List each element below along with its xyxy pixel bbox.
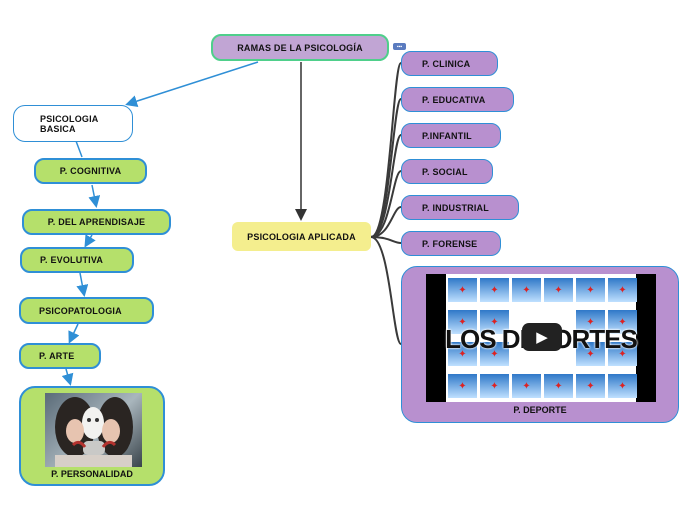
p-aprendisaje-node[interactable]: P. DEL APRENDISAJE — [22, 209, 171, 235]
sport-figure-icon: ✦ — [480, 374, 509, 398]
psicologia-basica-node[interactable]: PSICOLOGIA BASICA — [13, 105, 133, 142]
p-educativa-node[interactable]: P. EDUCATIVA — [401, 87, 514, 112]
sport-figure-icon: ✦ — [576, 342, 605, 366]
p-arte-node[interactable]: P. ARTE — [19, 343, 101, 369]
sport-figure-icon: ✦ — [576, 374, 605, 398]
p-personalidad-node[interactable]: P. PERSONALIDAD — [19, 386, 165, 486]
aplicada-branches — [370, 62, 402, 345]
sport-figure-icon: ✦ — [480, 278, 509, 302]
sports-tiles: ✦ ✦ ✦ ✦ ✦ ✦ ✦ ✦ ✦ ✦ ✦ ✦ ✦ ✦ ✦ ✦ ✦ ✦ ✦ ✦ — [446, 274, 637, 402]
edge-chain-5 — [68, 323, 80, 344]
edge-chain-1 — [75, 140, 83, 158]
p-industrial-node[interactable]: P. INDUSTRIAL — [401, 195, 519, 220]
sport-figure-icon: ✦ — [512, 278, 541, 302]
p-cognitiva-label: P. COGNITIVA — [59, 166, 122, 176]
sport-figure-icon: ✦ — [480, 342, 509, 366]
masks-portrait-image — [45, 393, 142, 467]
p-infantil-label: P.INFANTIL — [422, 130, 472, 141]
expand-badge-icon[interactable]: ▪▪▪ — [393, 43, 406, 50]
p-infantil-node[interactable]: P.INFANTIL — [401, 123, 501, 148]
psicologia-basica-label: PSICOLOGIA BASICA — [40, 113, 99, 134]
p-social-node[interactable]: P. SOCIAL — [401, 159, 493, 184]
p-arte-label: P. ARTE — [39, 351, 75, 361]
sport-figure-icon: ✦ — [512, 374, 541, 398]
sport-figure-icon: ✦ — [480, 310, 509, 334]
root-label: RAMAS DE LA PSICOLOGÍA — [237, 42, 363, 53]
sport-figure-icon: ✦ — [448, 374, 477, 398]
los-deportes-video[interactable]: ✦ ✦ ✦ ✦ ✦ ✦ ✦ ✦ ✦ ✦ ✦ ✦ ✦ ✦ ✦ ✦ ✦ ✦ ✦ ✦ … — [426, 274, 656, 402]
play-icon[interactable]: ▶ — [522, 323, 562, 351]
sport-figure-icon: ✦ — [576, 278, 605, 302]
edge-chain-3 — [84, 234, 96, 248]
psicopatologia-label: PSICOPATOLOGIA — [39, 305, 122, 316]
psicologia-aplicada-label: PSICOLOGIA APLICADA — [247, 231, 356, 242]
edge-root-basica — [125, 61, 259, 107]
p-social-label: P. SOCIAL — [422, 166, 468, 177]
edge-chain-6 — [61, 368, 74, 386]
p-evolutiva-node[interactable]: P. EVOLUTIVA — [20, 247, 134, 273]
edge-chain-4 — [76, 272, 89, 297]
p-personalidad-label: P. PERSONALIDAD — [51, 469, 133, 479]
psicopatologia-node[interactable]: PSICOPATOLOGIA — [19, 297, 154, 324]
p-evolutiva-label: P. EVOLUTIVA — [40, 255, 104, 265]
edge-chain-2 — [88, 184, 101, 208]
root-node[interactable]: RAMAS DE LA PSICOLOGÍA — [211, 34, 389, 61]
p-clinica-label: P. CLINICA — [422, 58, 471, 69]
sport-figure-icon: ✦ — [608, 310, 637, 334]
p-forense-label: P. FORENSE — [422, 238, 478, 249]
p-educativa-label: P. EDUCATIVA — [422, 94, 486, 105]
sport-figure-icon: ✦ — [576, 310, 605, 334]
p-clinica-node[interactable]: P. CLINICA — [401, 51, 498, 76]
sport-figure-icon: ✦ — [448, 310, 477, 334]
p-cognitiva-node[interactable]: P. COGNITIVA — [34, 158, 147, 184]
sport-figure-icon: ✦ — [544, 278, 573, 302]
sport-figure-icon: ✦ — [608, 374, 637, 398]
p-forense-node[interactable]: P. FORENSE — [401, 231, 501, 256]
psicologia-aplicada-node[interactable]: PSICOLOGIA APLICADA — [232, 222, 371, 251]
p-aprendisaje-label: P. DEL APRENDISAJE — [47, 217, 146, 227]
sport-figure-icon: ✦ — [608, 278, 637, 302]
p-deporte-label: P. DEPORTE — [513, 405, 567, 415]
p-industrial-label: P. INDUSTRIAL — [422, 202, 489, 213]
sport-figure-icon: ✦ — [608, 342, 637, 366]
p-deporte-node[interactable]: ✦ ✦ ✦ ✦ ✦ ✦ ✦ ✦ ✦ ✦ ✦ ✦ ✦ ✦ ✦ ✦ ✦ ✦ ✦ ✦ … — [401, 266, 679, 423]
sport-figure-icon: ✦ — [448, 342, 477, 366]
sport-figure-icon: ✦ — [448, 278, 477, 302]
sport-figure-icon: ✦ — [544, 374, 573, 398]
